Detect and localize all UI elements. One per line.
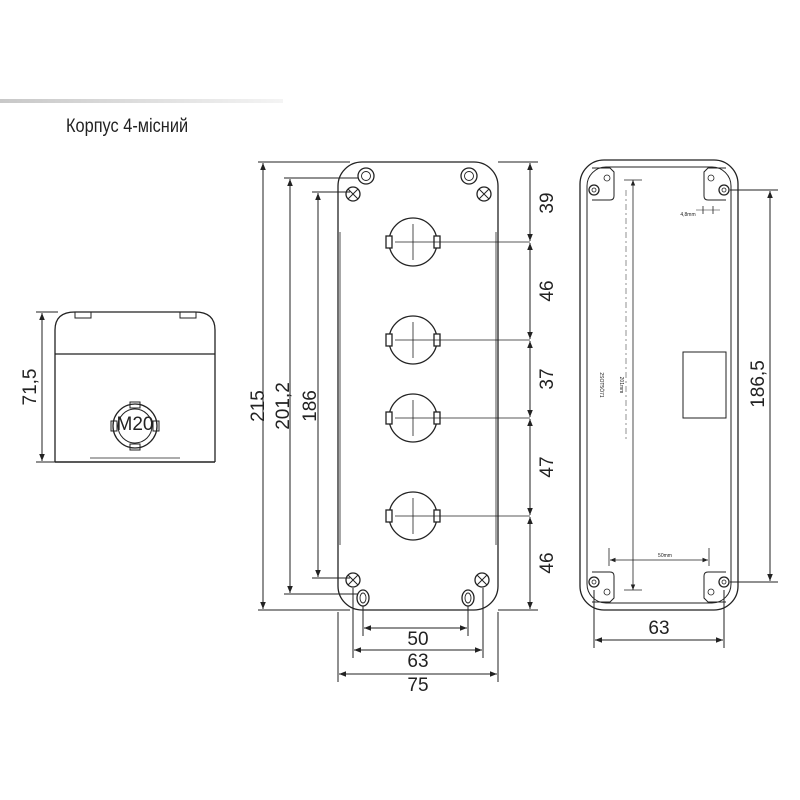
spacing-label-4: 47 — [537, 456, 558, 477]
button-cutout-1 — [385, 217, 530, 267]
back-screw-top-left — [588, 184, 600, 196]
mount-hole-top-right — [460, 167, 478, 185]
back-width-label: 63 — [648, 618, 669, 639]
screw-bottom-left — [345, 572, 361, 588]
front-width-overall: 75 — [407, 675, 428, 696]
screw-top-right — [476, 186, 492, 202]
back-view-inner-outline — [586, 166, 732, 604]
spacing-label-2: 46 — [537, 280, 558, 301]
mount-hole-top-left — [357, 167, 375, 185]
mount-hole-bottom-right — [461, 589, 475, 607]
mount-hole-bottom-left — [356, 589, 370, 607]
front-width-dimensions — [337, 588, 499, 682]
back-height-label: 186,5 — [748, 360, 769, 408]
front-height-dimensions — [258, 161, 358, 611]
front-width-screws: 63 — [407, 651, 428, 672]
slot-label: 4,8mm — [680, 212, 695, 218]
cable-gland-inner — [117, 408, 153, 444]
screw-top-left — [345, 186, 361, 202]
spacing-dimensions — [498, 161, 538, 611]
spacing-label-3: 37 — [537, 368, 558, 389]
spacing-label-1: 39 — [537, 192, 558, 213]
label-window — [682, 351, 727, 419]
front-height-screws: 201,2 — [273, 382, 294, 430]
button-cutout-3 — [385, 393, 530, 443]
front-height-holes: 186 — [300, 390, 321, 422]
back-screw-bottom-left — [588, 576, 600, 588]
inner-horizontal-label: 50mm — [658, 553, 672, 559]
front-view-outline — [337, 161, 499, 611]
gland-label: M20 — [117, 414, 154, 435]
back-screw-top-right — [718, 184, 730, 196]
button-cutout-2 — [385, 315, 530, 365]
inner-vertical-label: 201mm — [618, 377, 624, 394]
side-height-label: 71,5 — [20, 369, 41, 406]
back-view — [579, 159, 739, 611]
back-screw-bottom-right — [718, 576, 730, 588]
part-code-label: 2SOT5Ö71 — [598, 372, 605, 398]
spacing-label-5: 46 — [537, 552, 558, 573]
button-cutout-4 — [385, 491, 530, 541]
cable-gland-outer — [112, 403, 158, 449]
side-view — [54, 311, 216, 463]
side-view-body — [54, 311, 216, 462]
front-view — [337, 161, 499, 611]
button-cutouts — [385, 217, 530, 541]
back-height-dimension — [730, 189, 778, 583]
front-height-overall: 215 — [248, 390, 269, 422]
front-width-holes: 50 — [407, 629, 428, 650]
header-rule — [0, 99, 283, 103]
back-view-outline — [579, 159, 739, 611]
screw-bottom-right — [474, 572, 490, 588]
page-title: Корпус 4-місний — [66, 116, 189, 137]
back-width-dimension — [593, 590, 725, 648]
side-height-dimension — [36, 311, 58, 463]
